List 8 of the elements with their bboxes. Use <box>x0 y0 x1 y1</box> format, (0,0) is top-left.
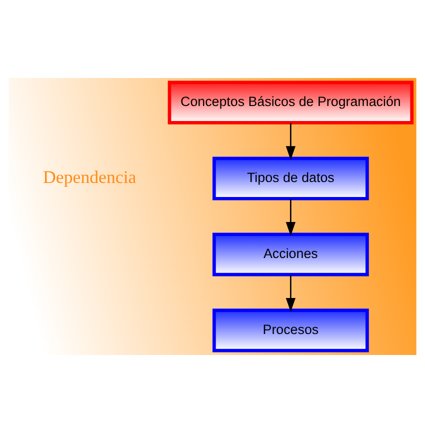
arrow <box>286 122 296 160</box>
arrow <box>286 198 296 236</box>
label: Dependencia <box>43 166 136 186</box>
arrow <box>286 274 296 312</box>
node-box: Procesos <box>212 308 369 352</box>
node-box: Acciones <box>212 232 369 276</box>
node-box: Conceptos Básicos de Programación <box>168 80 414 124</box>
node-box: Tipos de datos <box>212 156 369 200</box>
